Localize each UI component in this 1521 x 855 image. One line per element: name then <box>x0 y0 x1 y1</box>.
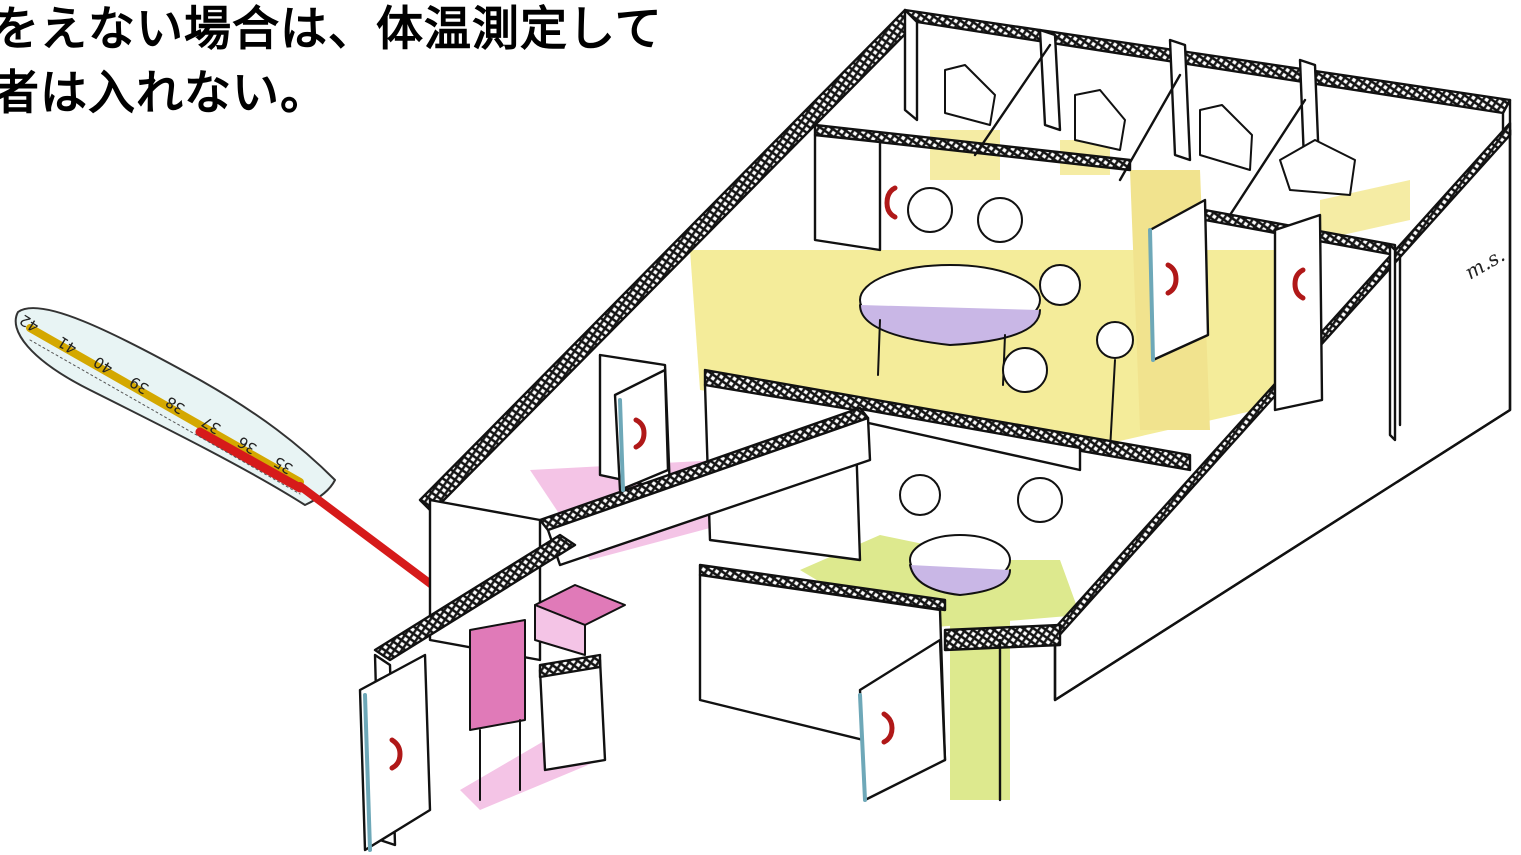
dining-room-scene <box>859 187 1134 451</box>
caption-line-2: 者は入れない。 <box>0 66 328 121</box>
door-handle-icons <box>389 185 1306 771</box>
caption-line-1: をえない場合は、体温測定して <box>0 2 663 57</box>
beds <box>944 64 1356 196</box>
sitting-room-scene <box>899 474 1063 596</box>
reception-desk <box>469 584 626 801</box>
thermometer-icon: 42 41 40 39 38 37 36 35 <box>14 307 456 604</box>
